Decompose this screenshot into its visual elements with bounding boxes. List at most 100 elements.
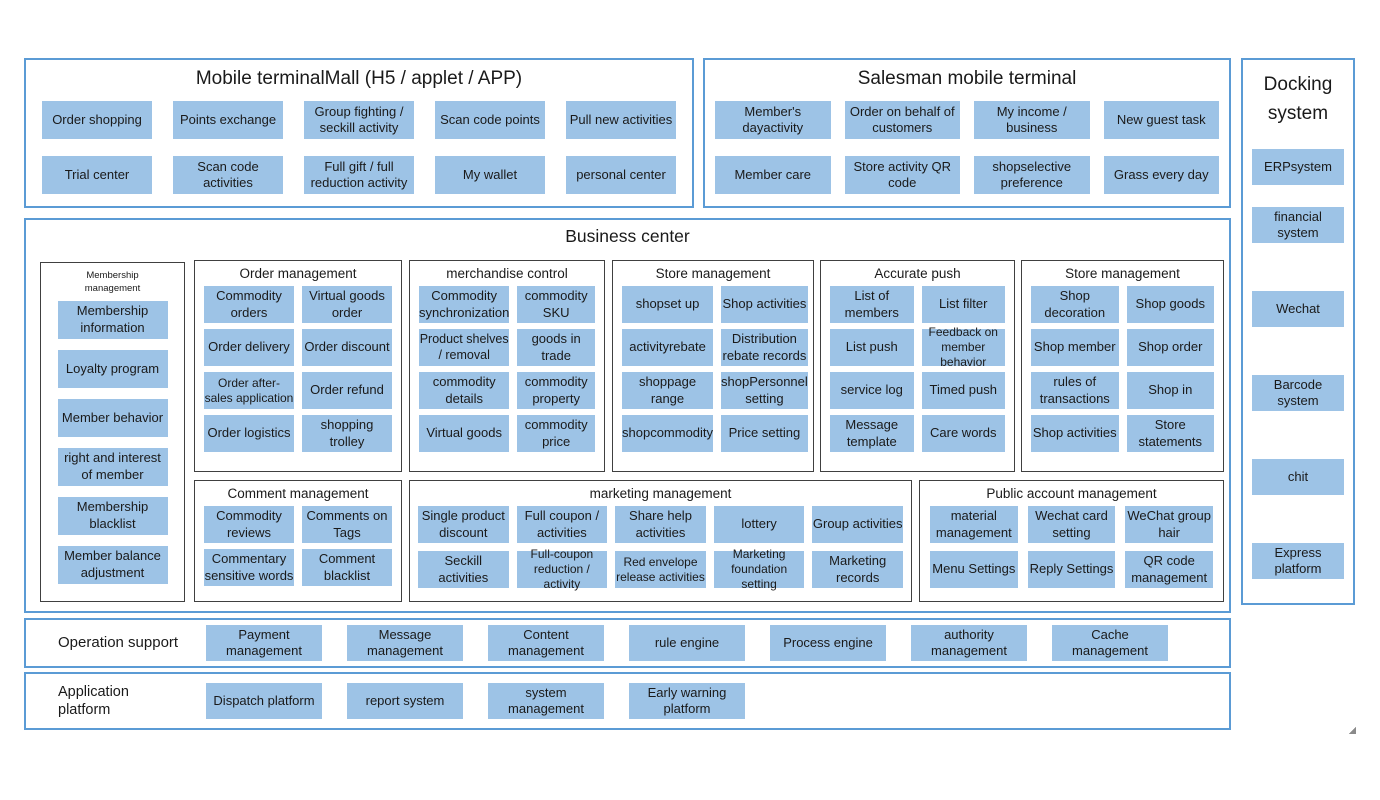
item-box: Single product discount <box>418 506 509 543</box>
item-box: Points exchange <box>173 101 283 139</box>
item-box: Pull new activities <box>566 101 676 139</box>
item-box: Price setting <box>721 415 808 452</box>
item-box: Marketing records <box>812 551 903 588</box>
item-label: shopset up <box>635 296 700 312</box>
item-label: commodity property <box>524 374 588 406</box>
item-box: Scan code points <box>435 101 545 139</box>
item-box: Message template <box>830 415 914 452</box>
item-box: New guest task <box>1103 101 1219 139</box>
item-label: Timed push <box>929 382 997 398</box>
item-box: Care words <box>921 415 1005 452</box>
item-box: goods in trade <box>517 329 595 366</box>
item-box: shopping trolley <box>302 415 392 452</box>
item-label: report system <box>365 692 445 708</box>
item-label: rule engine <box>654 634 720 650</box>
item-box: commodity property <box>517 372 595 409</box>
item-box: Order refund <box>302 372 392 409</box>
group-items: shopset up Shop activities activityrebate D… <box>613 284 813 454</box>
item-label: Shop activities <box>722 296 807 312</box>
group-title: Order management <box>239 266 357 281</box>
item-label: Early warning platform <box>647 684 727 716</box>
item-label: Store activity QR code <box>853 158 952 190</box>
item-label: Membership information <box>76 303 149 335</box>
item-label: Virtual goods <box>426 425 502 441</box>
item-label: New guest task <box>1116 111 1206 127</box>
item-label: Trial center <box>64 166 130 182</box>
item-box: shopPersonnel setting <box>721 372 808 409</box>
item-box: My wallet <box>435 156 545 194</box>
group-title: Membership management <box>84 270 141 294</box>
item-label: Comment blacklist <box>318 551 376 583</box>
item-label: Care words <box>930 425 997 441</box>
item-box: Wechat card setting <box>1027 506 1116 543</box>
section-business-center: Business center Membership management Me… <box>24 218 1231 613</box>
item-label: Marketing records <box>829 553 887 585</box>
group-title: Accurate push <box>874 266 961 281</box>
group-order-management: Order management Commodity orders Virtual… <box>194 260 402 472</box>
item-label: Order discount <box>304 339 390 355</box>
item-label: Member balance adjustment <box>64 548 161 580</box>
item-box: Payment management <box>206 625 322 661</box>
item-box: Grass every day <box>1103 156 1219 194</box>
section-title: Docking system <box>1263 74 1333 125</box>
item-box: Trial center <box>42 156 152 194</box>
item-label: Shop order <box>1138 339 1203 355</box>
group-title: marketing management <box>589 486 732 501</box>
item-box: Comment blacklist <box>302 549 392 586</box>
item-label: shopselective preference <box>992 158 1072 190</box>
item-label: Group activities <box>812 516 903 532</box>
item-label: My wallet <box>462 166 518 182</box>
item-label: Full-coupon reduction / activity <box>530 547 594 591</box>
item-box: Commodity synchronization <box>419 286 510 323</box>
section-title: Application platform <box>58 683 129 718</box>
item-box: Commodity reviews <box>204 506 294 543</box>
item-box: QR code management <box>1125 551 1213 588</box>
item-label: activityrebate <box>629 339 706 355</box>
item-label: Shop decoration <box>1044 288 1106 320</box>
item-label: Distribution rebate records <box>722 331 807 363</box>
item-box: material management <box>930 506 1018 543</box>
item-label: Dispatch platform <box>213 692 315 708</box>
item-label: List filter <box>939 296 988 312</box>
item-label: Cache management <box>1072 626 1148 658</box>
item-label: commodity details <box>432 374 496 406</box>
item-label: shopcommodity <box>622 425 714 441</box>
item-box: Commodity orders <box>204 286 294 323</box>
item-box: Order after-sales application <box>204 372 294 409</box>
item-box: Group fighting / seckill activity <box>304 101 414 139</box>
item-box: financial system <box>1252 206 1344 243</box>
item-label: Virtual goods order <box>309 288 385 320</box>
item-box: List of members <box>830 286 914 323</box>
group-membership-management: Membership management Membership informa… <box>40 262 185 602</box>
section-title: Salesman mobile terminal <box>857 68 1077 89</box>
item-box: Commentary sensitive words <box>204 549 294 586</box>
item-box: shopcommodity <box>622 415 714 452</box>
item-label: Full coupon / activities <box>524 508 600 540</box>
group-merchandise-control: merchandise control Commodity synchroniz… <box>409 260 605 472</box>
item-label: shopping trolley <box>320 417 374 449</box>
item-box: Express platform <box>1252 542 1344 579</box>
item-box: Early warning platform <box>629 683 745 719</box>
item-box: Group activities <box>812 506 903 543</box>
item-box: Member care <box>715 156 831 194</box>
item-box: Store statements <box>1126 415 1214 452</box>
item-label: Commodity reviews <box>216 508 282 540</box>
item-label: Full gift / full reduction activity <box>310 158 408 190</box>
item-box: Membership blacklist <box>57 496 168 535</box>
item-label: Commentary sensitive words <box>204 551 294 583</box>
group-store-management-1: Store management shopset up Shop activiti… <box>612 260 814 472</box>
item-box: lottery <box>713 506 805 543</box>
group-title: Store management <box>655 266 771 281</box>
group-accurate-push: Accurate push List of members List filter… <box>820 260 1015 472</box>
item-label: My income / business <box>996 103 1067 135</box>
